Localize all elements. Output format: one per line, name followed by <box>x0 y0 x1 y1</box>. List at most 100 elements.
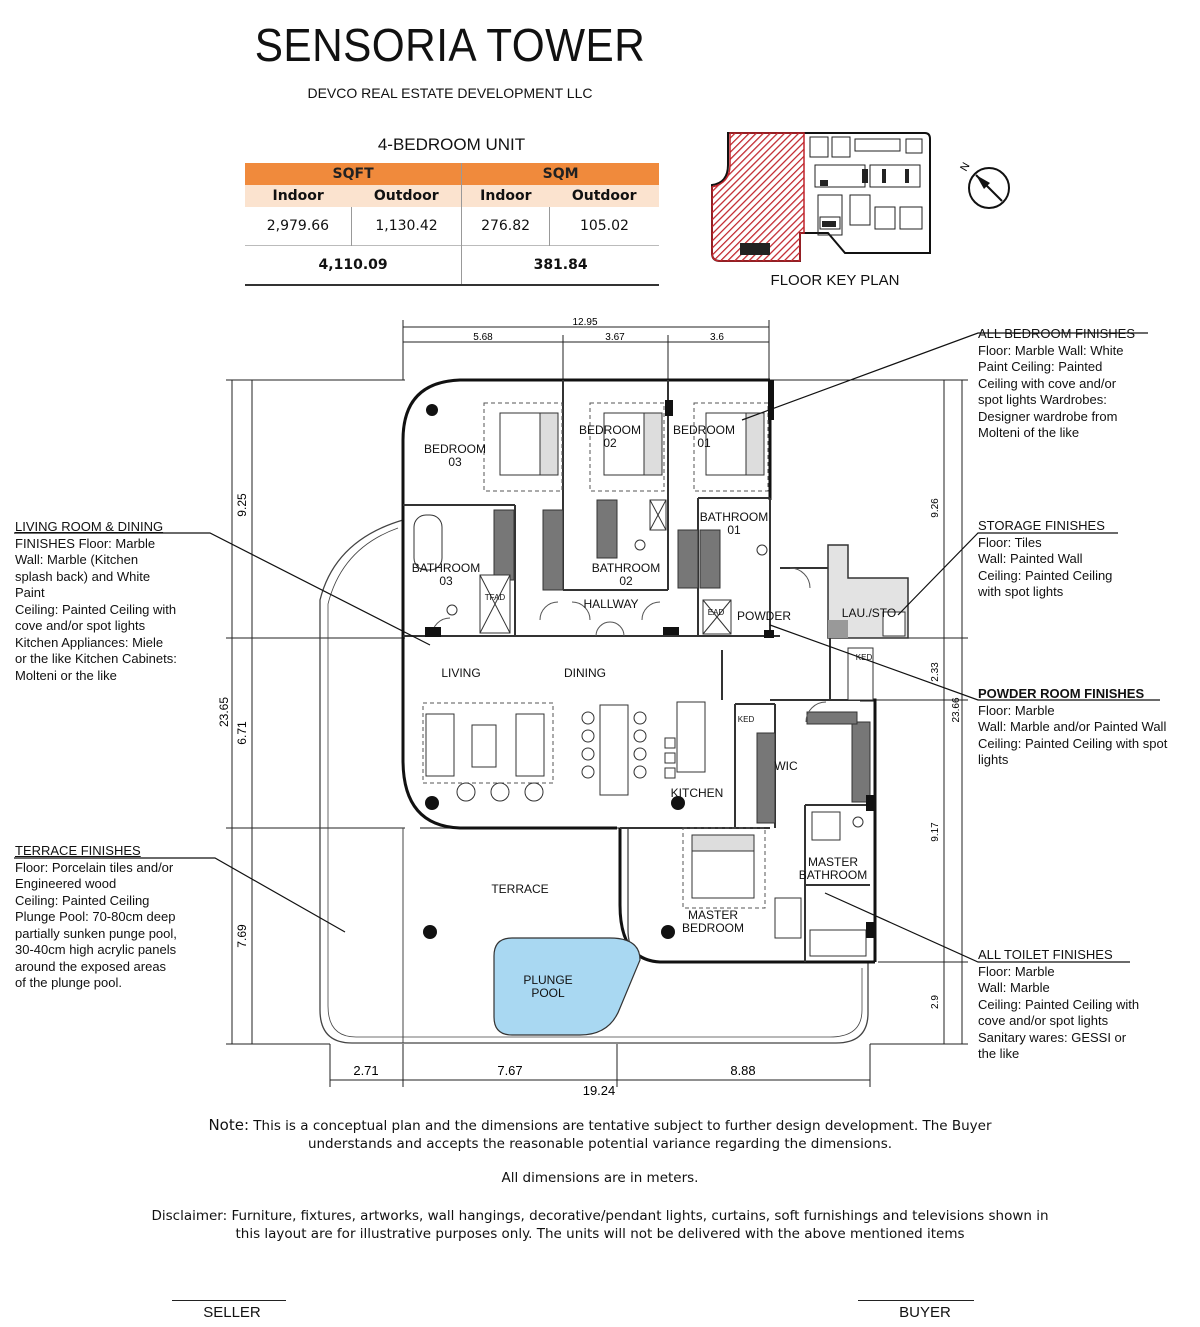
label-ead: EAD <box>708 608 725 617</box>
label-master-bathroom: MASTER <box>808 855 858 869</box>
note-bedroom-line: Designer wardrobe from <box>978 408 1118 424</box>
note-bedroom-title: ALL BEDROOM FINISHES <box>978 326 1135 341</box>
note-bedroom-line: Paint Ceiling: Painted <box>978 359 1103 374</box>
note-toilet-line: cove and/or spot lights <box>978 1013 1109 1028</box>
key-plan-label: FLOOR KEY PLAN <box>770 272 900 289</box>
note-storage-line: Wall: Painted Wall <box>978 551 1083 566</box>
doors <box>431 567 827 723</box>
note-living-line: Wall: Marble (Kitchen <box>15 552 139 567</box>
note-powder-line: Floor: Marble <box>978 702 1055 718</box>
dim-right-c: 9.17 <box>930 822 941 842</box>
label-wic: WIC <box>774 759 798 773</box>
note-bedroom-line: spot lights Wardrobes: <box>978 392 1107 407</box>
dim-left-a: 9.25 <box>235 493 249 517</box>
key-plan-highlighted-unit <box>711 132 805 262</box>
note-living-dining: LIVING ROOM & DINING FINISHES Floor: Mar… <box>15 519 215 684</box>
label-bedroom-01-num: 01 <box>697 436 711 450</box>
note-storage-line: Ceiling: Painted Ceiling <box>978 567 1113 583</box>
columns <box>423 380 874 939</box>
sqft-outdoor-value: 1,130.42 <box>351 207 463 246</box>
sqm-header: SQM <box>461 163 659 185</box>
note-bedroom: ALL BEDROOM FINISHES Floor: Marble Wall:… <box>978 326 1188 442</box>
leader-lines <box>14 332 1160 963</box>
label-hallway: HALLWAY <box>583 597 638 611</box>
note-toilet-line: the like <box>978 1046 1020 1061</box>
interior-walls <box>403 380 870 962</box>
beds <box>499 412 765 899</box>
bathroom-fixtures <box>413 499 867 957</box>
dim-top-a: 5.68 <box>473 332 493 343</box>
note-storage-title: STORAGE FINISHES <box>978 518 1105 533</box>
label-bedroom-01: BEDROOM <box>673 423 735 437</box>
note-toilet-line: Sanitary wares: GESSI or <box>978 1029 1127 1045</box>
north-arrow-icon <box>968 167 1010 209</box>
key-plan-elements <box>740 169 909 255</box>
note-toilet: ALL TOILET FINISHES Floor: Marble Wall: … <box>978 947 1188 1063</box>
note-powder: POWDER ROOM FINISHES Floor: Marble Wall:… <box>978 686 1193 769</box>
units-note: All dimensions are in meters. <box>501 1170 699 1186</box>
note-living-line: splash back) and White <box>15 568 151 584</box>
dimension-lines <box>226 320 968 1087</box>
buyer-signature-line <box>858 1300 974 1301</box>
sqm-indoor-header: Indoor <box>461 185 550 207</box>
label-kitchen: KITCHEN <box>671 786 724 800</box>
label-bathroom-01-num: 01 <box>727 523 741 537</box>
note-powder-title: POWDER ROOM FINISHES <box>978 686 1145 701</box>
dim-bottom-a: 2.71 <box>353 1063 378 1078</box>
dim-bottom-c: 8.88 <box>730 1063 755 1078</box>
label-bedroom-02-num: 02 <box>603 436 617 450</box>
note-powder-line: Wall: Marble and/or Painted Wall <box>978 719 1167 734</box>
note-living-line: Paint <box>15 585 45 600</box>
key-plan-rooms <box>809 136 923 236</box>
note-bedroom-line: Molteni of the like <box>978 425 1080 440</box>
disclaimer: Disclaimer: Furniture, fixtures, artwork… <box>151 1208 1049 1242</box>
dim-top-b: 3.67 <box>605 332 625 343</box>
label-ked: KED <box>738 715 755 724</box>
floor-plan: 12.95 5.68 3.67 3.6 23.65 9.25 6.71 7.69… <box>14 317 1160 1098</box>
footer-note: Note: This is a conceptual plan and the … <box>190 1116 1010 1153</box>
sqm-indoor-value: 276.82 <box>461 207 550 246</box>
dim-top-c: 3.6 <box>710 332 724 343</box>
note-terrace-line: around the exposed areas <box>15 958 167 974</box>
dim-left-total: 23.65 <box>217 697 231 727</box>
plunge-pool <box>493 937 641 1036</box>
sqft-header: SQFT <box>245 163 463 185</box>
dim-right-d: 2.9 <box>930 995 941 1009</box>
note-terrace-line: Plunge Pool: 70-80cm deep <box>15 909 176 924</box>
note-terrace-line: of the plunge pool. <box>15 975 122 990</box>
note-text: This is a conceptual plan and the dimens… <box>249 1118 992 1152</box>
dim-bottom-b: 7.67 <box>497 1063 522 1078</box>
note-living-title: LIVING ROOM & DINING <box>15 519 164 534</box>
dim-left-b: 6.71 <box>235 721 249 745</box>
note-powder-line: lights <box>978 752 1009 767</box>
label-master-bedroom: MASTER <box>688 908 738 922</box>
dim-bottom-total: 19.24 <box>583 1083 616 1098</box>
label-bedroom-03: BEDROOM <box>424 442 486 456</box>
company-name: DEVCO REAL ESTATE DEVELOPMENT LLC <box>307 85 593 101</box>
label-tfad: TFAD <box>485 593 506 602</box>
label-powder: POWDER <box>737 609 791 623</box>
label-master-bathroom-2: BATHROOM <box>799 868 867 882</box>
label-bathroom-01: BATHROOM <box>700 510 768 524</box>
dim-right-b: 2.33 <box>930 662 941 682</box>
seller-signature-line <box>172 1300 286 1301</box>
note-living-line: cove and/or spot lights <box>15 618 146 633</box>
label-ked-2: KED <box>856 653 873 662</box>
storage-block <box>827 544 909 701</box>
label-dining: DINING <box>564 666 606 680</box>
label-living: LIVING <box>441 666 480 680</box>
label-bathroom-03-num: 03 <box>439 574 453 588</box>
note-living-line: or the like Kitchen Cabinets: <box>15 651 177 666</box>
sqm-total-value: 381.84 <box>461 245 659 286</box>
living-furniture <box>425 701 706 802</box>
note-living-line: Molteni or the like <box>15 667 117 683</box>
note-terrace-line: 30-40cm high acrylic panels <box>15 942 177 957</box>
dim-right-a: 9.26 <box>930 498 941 518</box>
label-plunge-pool-2: POOL <box>531 986 565 1000</box>
note-prefix: Note: <box>208 1116 250 1134</box>
note-toilet-line: Wall: Marble <box>978 980 1050 995</box>
note-toilet-line: Floor: Marble <box>978 963 1055 979</box>
note-storage-line: Floor: Tiles <box>978 534 1042 550</box>
sqft-indoor-header: Indoor <box>245 185 352 207</box>
note-powder-line: Ceiling: Painted Ceiling with spot <box>978 735 1168 751</box>
